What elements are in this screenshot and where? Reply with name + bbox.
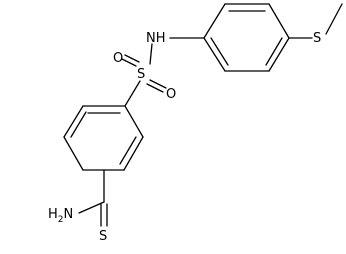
bond-s-methyl <box>325 3 343 35</box>
bond-s-ring <box>124 80 141 107</box>
atom-label-h2n: H2N <box>48 207 73 225</box>
atom-label-s-thio: S <box>313 31 321 46</box>
benzene-ring-lower <box>63 105 144 171</box>
benzene-ring-upper <box>203 3 290 72</box>
atom-labels: S O O NH S H2N S <box>48 31 321 244</box>
bond-s-o-bottom-b <box>146 83 164 93</box>
bond-s-o-top-a <box>121 58 137 67</box>
atom-label-nh: NH <box>146 31 166 46</box>
atom-label-s-sulfonyl: S <box>137 67 145 82</box>
atom-label-o-top: O <box>113 51 123 66</box>
bond-s-o-top-b <box>124 54 140 63</box>
atom-label-o-bottom: O <box>166 87 176 102</box>
bond-c-nh2 <box>78 201 105 214</box>
bond-s-o-bottom-a <box>149 79 167 89</box>
bonds <box>63 3 343 227</box>
atom-label-s-thione: S <box>99 229 107 244</box>
bond-s-nh <box>149 43 153 65</box>
